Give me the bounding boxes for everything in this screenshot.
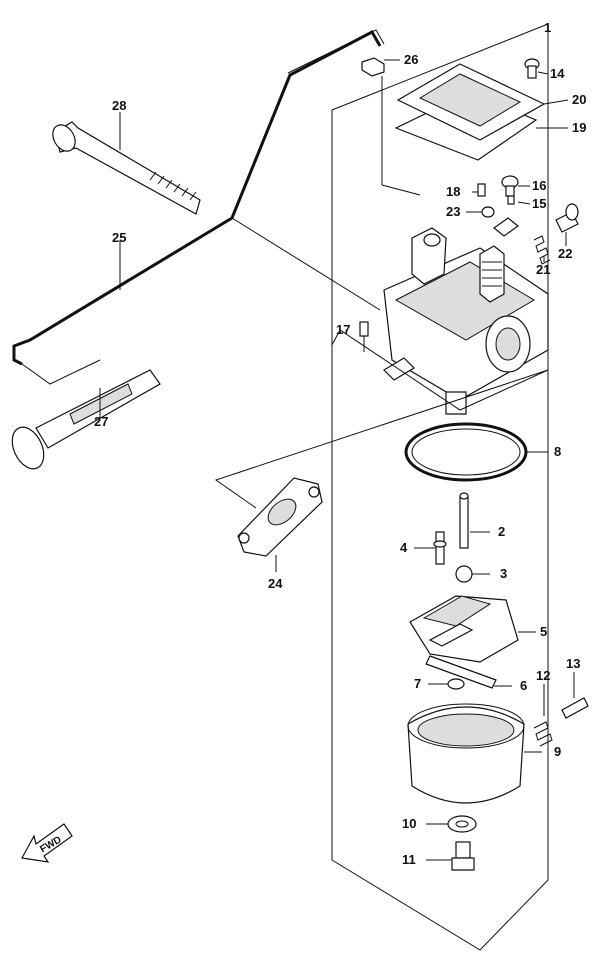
part-label-26: 26 — [404, 52, 418, 67]
spring-screw-21-22 — [533, 203, 579, 265]
part-label-6: 6 — [520, 678, 527, 693]
assembly-outline — [331, 23, 549, 951]
part-label-23: 23 — [446, 204, 460, 219]
fwd-label: FWD — [38, 834, 63, 855]
float-5 — [409, 595, 536, 663]
jet-3 — [455, 565, 490, 583]
part-label-14: 14 — [550, 66, 565, 81]
oring-8 — [404, 422, 548, 482]
clip-7 — [428, 678, 465, 690]
screw-14 — [524, 58, 549, 79]
gasket-24 — [214, 369, 549, 572]
pin-17 — [359, 321, 369, 352]
plate-gasket-19-20 — [394, 63, 569, 161]
part-label-25: 25 — [112, 230, 126, 245]
carburetor-body — [331, 217, 549, 415]
part-label-9: 9 — [554, 744, 561, 759]
part-label-10: 10 — [402, 816, 416, 831]
part-label-17: 17 — [336, 322, 350, 337]
connector-line-25 — [231, 217, 381, 311]
part-label-5: 5 — [540, 624, 547, 639]
fwd-direction-arrow: FWD — [21, 823, 73, 863]
part-label-18: 18 — [446, 184, 460, 199]
part-label-2: 2 — [498, 524, 505, 539]
washer-10 — [426, 815, 477, 833]
part-label-15: 15 — [532, 196, 546, 211]
part-label-13: 13 — [566, 656, 580, 671]
wire-linkage-25 — [12, 29, 385, 366]
part-label-27: 27 — [94, 414, 108, 429]
part-label-7: 7 — [414, 676, 421, 691]
part-label-20: 20 — [572, 92, 586, 107]
part-label-16: 16 — [532, 178, 546, 193]
part-label-4: 4 — [400, 540, 408, 555]
part-label-11: 11 — [402, 852, 416, 867]
screw-13 — [561, 672, 589, 719]
part-label-24: 24 — [268, 576, 283, 591]
part-label-8: 8 — [554, 444, 561, 459]
clip-26 — [361, 57, 421, 196]
part-label-28: 28 — [112, 98, 126, 113]
spring-12 — [533, 684, 553, 747]
part-label-22: 22 — [558, 246, 572, 261]
bolt-28 — [52, 112, 201, 215]
part-label-12: 12 — [536, 668, 550, 683]
part-label-3: 3 — [500, 566, 507, 581]
needle-4 — [414, 531, 447, 565]
part-label-21: 21 — [536, 262, 550, 277]
pin-6 — [425, 655, 512, 689]
choke-knob-27 — [11, 359, 161, 470]
drain-screw-11 — [426, 841, 475, 871]
part-label-1: 1 — [544, 20, 551, 35]
part-label-19: 19 — [572, 120, 586, 135]
needle-valve-2 — [459, 492, 490, 549]
small-parts-15-16-18-23 — [466, 175, 531, 218]
float-bowl-9 — [407, 703, 542, 804]
